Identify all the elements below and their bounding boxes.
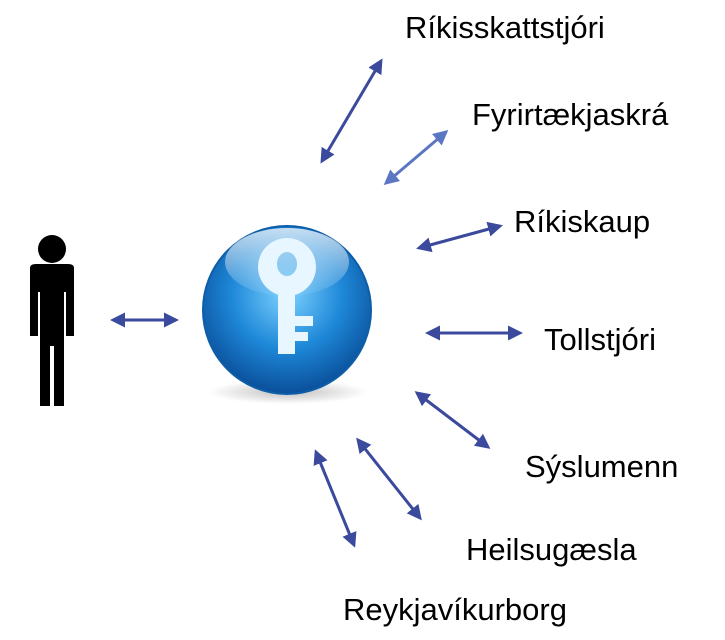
- label-reykjavikurborg: Reykjavíkurborg: [343, 592, 567, 627]
- label-tollstjori: Tollstjóri: [544, 322, 656, 357]
- arrow-rikiskaup: [416, 221, 503, 253]
- arrow-reykjavikurborg: [313, 449, 357, 548]
- label-rikiskaup: Ríkiskaup: [514, 204, 650, 239]
- label-syslumenn: Sýslumenn: [525, 449, 678, 484]
- label-heilsugaesla: Heilsugæsla: [466, 532, 637, 567]
- arrow-fyrirtaekjaskra: [383, 130, 449, 185]
- key-orb-icon: [202, 225, 372, 404]
- label-rikisskattstjori: Ríkisskattstjóri: [405, 10, 605, 45]
- label-fyrirtaekjaskra: Fyrirtækjaskrá: [472, 97, 669, 132]
- arrow-heilsugaesla: [356, 437, 422, 521]
- arrow-syslumenn: [414, 391, 491, 449]
- arrow-rikisskattstjori: [320, 58, 383, 164]
- person-icon: [30, 235, 74, 406]
